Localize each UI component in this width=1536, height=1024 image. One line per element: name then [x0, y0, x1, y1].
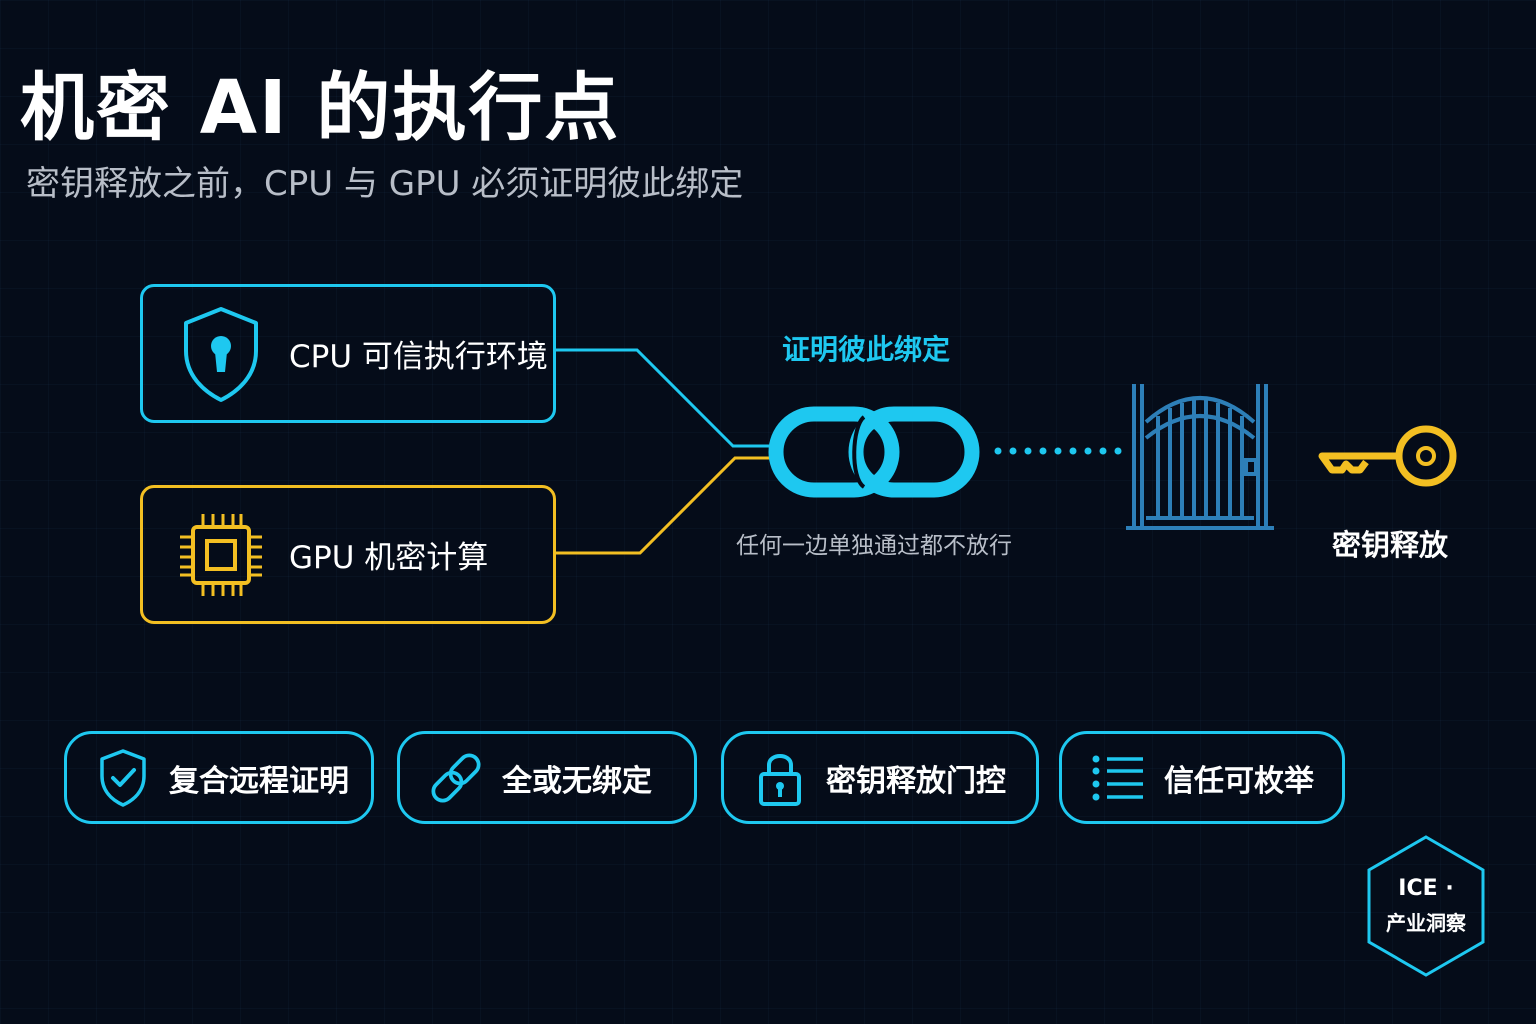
page-subtitle: 密钥释放之前，CPU 与 GPU 必须证明彼此绑定	[26, 164, 744, 204]
gpu-connector	[556, 456, 770, 555]
feature-enumerable-trust: 信任可枚举	[1059, 731, 1345, 824]
feature-label: 信任可枚举	[1164, 763, 1314, 799]
feature-key-release-gating: 密钥释放门控	[721, 731, 1039, 824]
shield-keyhole-icon	[171, 305, 271, 403]
page-title: 机密 AI 的执行点	[20, 65, 621, 151]
list-icon	[1088, 753, 1148, 803]
feature-composite-attestation: 复合远程证明	[64, 731, 374, 824]
brand-badge-text: ICE · 产业洞察	[1366, 876, 1486, 936]
binding-label: 证明彼此绑定	[782, 333, 951, 366]
feature-all-or-nothing-binding: 全或无绑定	[397, 731, 697, 824]
gpu-cc-label: GPU 机密计算	[289, 540, 489, 576]
chain-link-icon	[768, 406, 980, 498]
key-icon	[1318, 425, 1457, 487]
cpu-tee-box: CPU 可信执行环境	[140, 284, 556, 423]
feature-label: 密钥释放门控	[826, 763, 1006, 799]
gate-icon	[1126, 384, 1274, 530]
feature-label: 全或无绑定	[502, 763, 652, 799]
cpu-tee-label: CPU 可信执行环境	[289, 339, 548, 375]
gpu-cc-box: GPU 机密计算	[140, 485, 556, 624]
key-release-label: 密钥释放	[1332, 528, 1449, 562]
chip-icon	[171, 510, 271, 600]
link-icon	[426, 746, 486, 810]
shield-check-icon	[93, 748, 153, 808]
brand-hexagon-badge	[1367, 835, 1485, 977]
dotted-path	[994, 447, 1122, 455]
cpu-connector	[556, 348, 770, 448]
binding-note: 任何一边单独通过都不放行	[736, 533, 1012, 559]
padlock-icon	[750, 748, 810, 808]
feature-label: 复合远程证明	[169, 763, 349, 799]
brand-badge-line2: 产业洞察	[1386, 911, 1466, 935]
brand-badge-line1: ICE ·	[1398, 876, 1454, 901]
